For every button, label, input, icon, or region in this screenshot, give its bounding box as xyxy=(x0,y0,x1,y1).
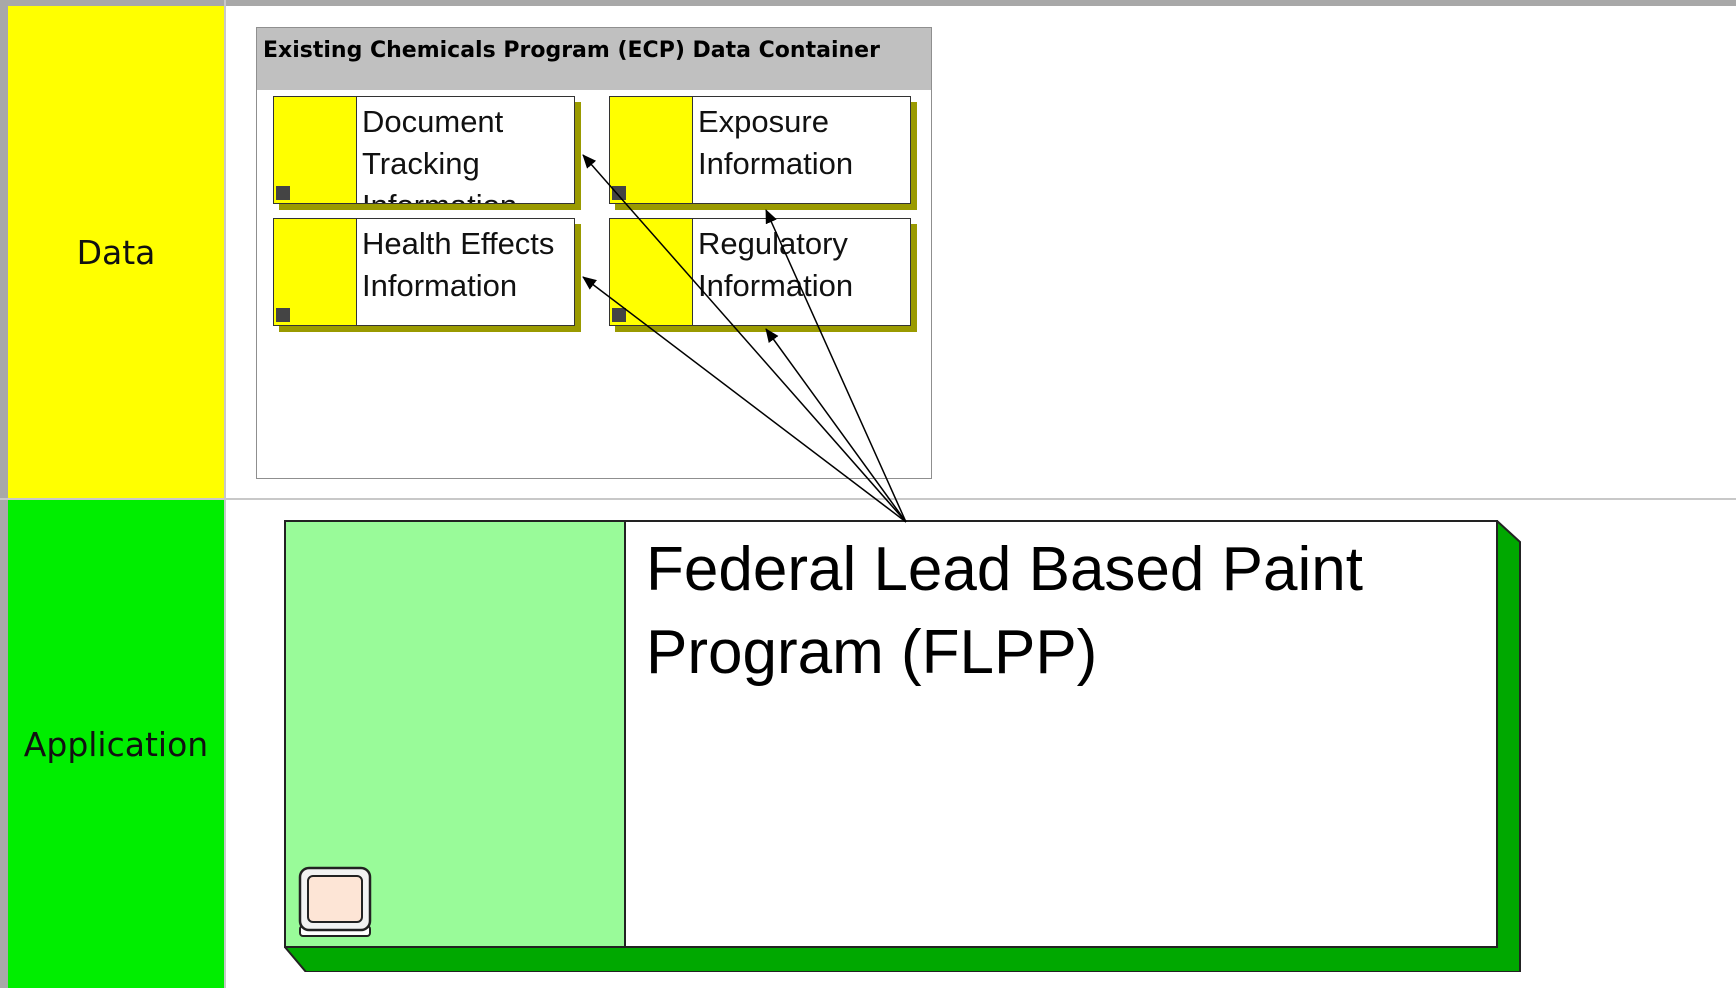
container-title-bar: Existing Chemicals Program (ECP) Data Co… xyxy=(257,28,931,90)
diagram-left-border xyxy=(0,0,8,988)
entity-exposure[interactable]: Exposure Information xyxy=(609,96,917,210)
lane-header-data: Data xyxy=(8,6,224,498)
entity-corner-marker xyxy=(276,186,290,200)
entity-label: Health Effects Information xyxy=(362,226,555,303)
entity-health-effects[interactable]: Health Effects Information xyxy=(273,218,581,332)
lane-label-application: Application xyxy=(23,724,209,764)
diagram-top-border xyxy=(0,0,1736,6)
entity-face: Regulatory Information xyxy=(609,218,911,326)
entity-face: Health Effects Information xyxy=(273,218,575,326)
entity-stripe xyxy=(274,97,357,203)
entity-face: Document Tracking Information xyxy=(273,96,575,204)
entity-corner-marker xyxy=(276,308,290,322)
entity-label: Exposure Information xyxy=(698,104,854,181)
application-flpp[interactable]: Federal Lead Based Paint Program (FLPP) xyxy=(284,520,1522,972)
lane-header-application: Application xyxy=(8,500,224,988)
application-title: Federal Lead Based Paint Program (FLPP) xyxy=(646,535,1363,687)
entity-face: Exposure Information xyxy=(609,96,911,204)
lane-divider-vertical xyxy=(224,0,226,988)
entity-regulatory[interactable]: Regulatory Information xyxy=(609,218,917,332)
entity-label: Document Tracking Information xyxy=(362,104,517,203)
lane-divider-horizontal xyxy=(0,498,1736,500)
entity-stripe xyxy=(274,219,357,325)
lane-label-data: Data xyxy=(76,232,156,272)
entity-document-tracking[interactable]: Document Tracking Information xyxy=(273,96,581,210)
computer-monitor-icon xyxy=(298,866,372,937)
entity-corner-marker xyxy=(612,308,626,322)
application-face: Federal Lead Based Paint Program (FLPP) xyxy=(284,520,1498,948)
entity-label: Regulatory Information xyxy=(698,226,854,303)
entity-corner-marker xyxy=(612,186,626,200)
container-title: Existing Chemicals Program (ECP) Data Co… xyxy=(263,38,880,63)
